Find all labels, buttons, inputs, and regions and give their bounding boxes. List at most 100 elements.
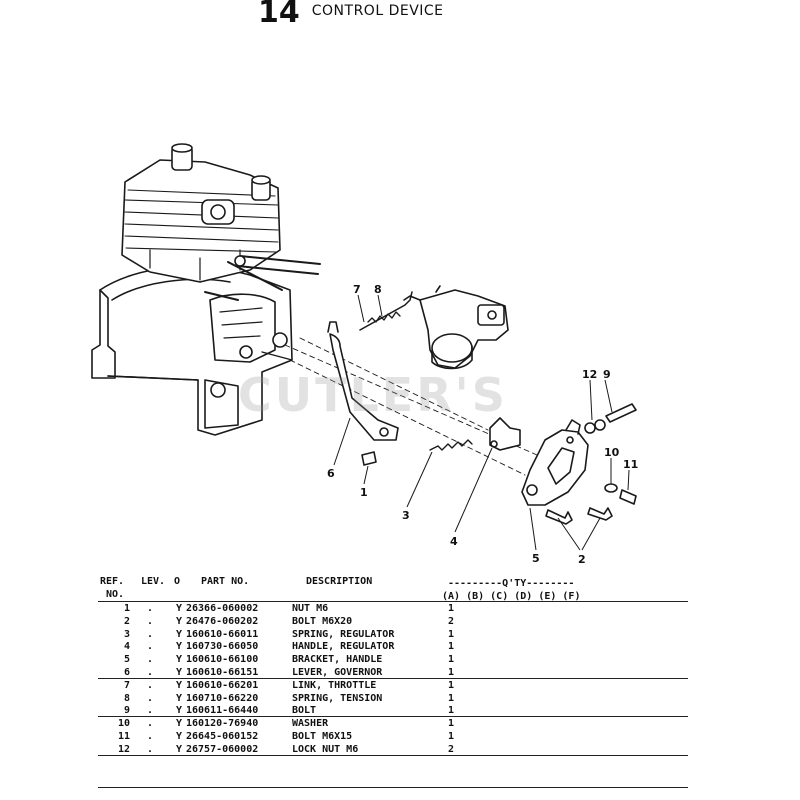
cell-ref: 4 <box>123 641 130 653</box>
cell-desc: BOLT M6X15 <box>292 731 353 742</box>
cell-qty: 1 <box>448 654 455 666</box>
cell-part: 160610-66100 <box>186 654 259 666</box>
engine-block-illustration <box>91 143 321 436</box>
cell-part: 26366-060002 <box>186 603 259 614</box>
cell-ref: 6 <box>123 667 130 678</box>
cell-desc: SPRING, TENSION <box>292 692 383 704</box>
cell-part: 26645-060152 <box>186 731 259 742</box>
regulator-spring-illustration <box>429 439 473 451</box>
cell-part: 26757-060002 <box>186 743 259 755</box>
callout-label: 4 <box>450 535 458 548</box>
cell-lev: . <box>147 718 154 730</box>
cell-o: Y <box>176 718 183 730</box>
cell-desc: BOLT M6X20 <box>292 615 353 627</box>
governor-lever-illustration <box>327 321 399 441</box>
cell-o: Y <box>176 743 183 755</box>
bolt-m6x15-illustration <box>619 489 637 505</box>
cell-part: 160710-66220 <box>186 692 259 704</box>
table-header-rule <box>98 601 688 602</box>
cell-qty: 1 <box>448 641 455 653</box>
cell-qty: 1 <box>448 718 455 730</box>
cell-o: Y <box>176 641 183 653</box>
group-divider-rule <box>98 678 688 679</box>
section-number: 14 <box>258 0 300 30</box>
cell-ref: 5 <box>123 654 130 666</box>
callout-label: 7 <box>353 283 361 296</box>
callout-label: 10 <box>604 446 620 459</box>
cell-lev: . <box>147 743 154 755</box>
washer-illustration <box>604 483 618 493</box>
cell-ref: 2 <box>123 615 130 627</box>
cell-o: Y <box>176 679 183 691</box>
cell-lev: . <box>147 603 154 614</box>
cell-part: 160610-66011 <box>186 628 259 640</box>
cell-lev: . <box>147 692 154 704</box>
cell-desc: LEVER, GOVERNOR <box>292 667 383 678</box>
nut-illustration <box>361 451 377 466</box>
cell-o: Y <box>176 705 183 717</box>
cell-qty: 1 <box>448 679 455 691</box>
cell-qty: 1 <box>448 667 455 678</box>
lev-header: LEV. <box>141 576 166 587</box>
callout-label: 1 <box>360 486 368 499</box>
cell-qty: 2 <box>448 615 455 627</box>
bolt-m6x20-illustration <box>545 507 613 525</box>
cell-desc: BRACKET, HANDLE <box>292 654 383 666</box>
cell-ref: 9 <box>123 705 130 717</box>
cell-desc: HANDLE, REGULATOR <box>292 641 395 653</box>
cell-lev: . <box>147 654 154 666</box>
cell-o: Y <box>176 667 183 678</box>
cell-desc: NUT M6 <box>292 603 329 614</box>
cell-qty: 1 <box>448 628 455 640</box>
cell-part: 160611-66440 <box>186 705 259 717</box>
cell-qty: 1 <box>448 731 455 742</box>
cell-desc: LINK, THROTTLE <box>292 679 377 691</box>
lock-nut-illustration <box>584 419 606 434</box>
table-bottom-rule <box>98 755 688 756</box>
bolt-illustration <box>605 403 637 423</box>
callout-label: 11 <box>623 458 639 471</box>
cell-ref: 8 <box>123 692 130 704</box>
cell-qty: 1 <box>448 692 455 704</box>
cell-ref: 3 <box>123 628 130 640</box>
qty-columns-header: (A) (B) (C) (D) (E) (F) <box>442 591 581 602</box>
cell-desc: LOCK NUT M6 <box>292 743 359 755</box>
cell-ref: 11 <box>117 731 130 742</box>
cell-o: Y <box>176 692 183 704</box>
tension-spring-illustration <box>367 311 401 323</box>
qty-header: ---------Q'TY-------- <box>448 578 575 589</box>
no-header: NO. <box>106 589 125 600</box>
callout-leader-lines <box>333 294 630 551</box>
cell-ref: 7 <box>123 679 130 691</box>
cell-o: Y <box>176 731 183 742</box>
cell-lev: . <box>147 628 154 640</box>
assembly-guide-lines <box>284 337 561 476</box>
cell-part: 160610-66151 <box>186 667 259 678</box>
regulator-handle-illustration <box>489 417 521 451</box>
cell-o: Y <box>176 603 183 614</box>
cell-lev: . <box>147 679 154 691</box>
section-title: CONTROL DEVICE <box>311 3 444 19</box>
carburetor-illustration <box>403 285 509 370</box>
callout-label: 8 <box>374 283 382 296</box>
cell-lev: . <box>147 615 154 627</box>
cell-desc: SPRING, REGULATOR <box>292 628 395 640</box>
callout-label: 12 <box>582 368 598 381</box>
handle-bracket-illustration <box>521 419 589 506</box>
cell-lev: . <box>147 667 154 678</box>
cell-part: 26476-060202 <box>186 615 259 627</box>
cell-part: 160730-66050 <box>186 641 259 653</box>
table-footer-rule <box>98 787 688 788</box>
cell-qty: 1 <box>448 705 455 717</box>
